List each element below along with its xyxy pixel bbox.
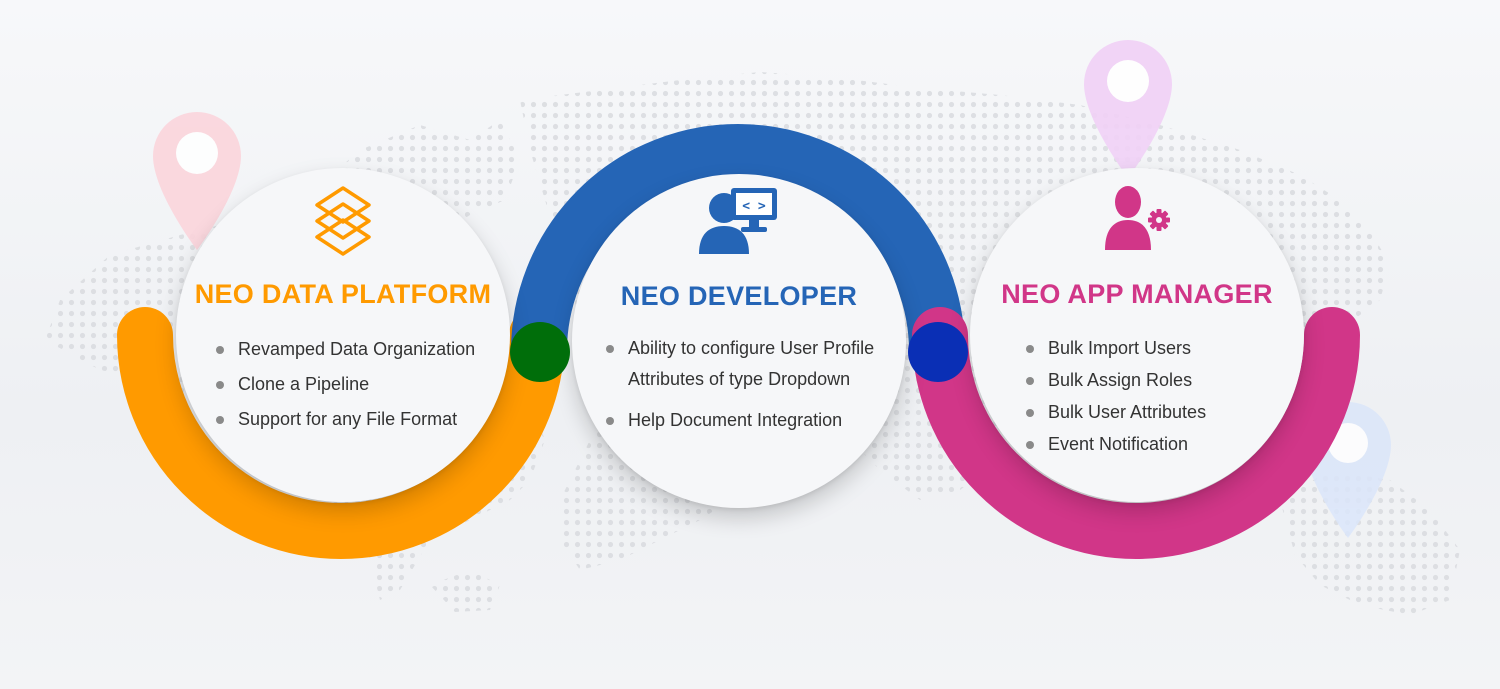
feature-item: Clone a Pipeline <box>216 372 475 396</box>
feature-item: Ability to configure User Profile Attrib… <box>606 333 898 395</box>
orange-arc <box>117 307 565 559</box>
feature-item: Bulk User Attributes <box>1026 400 1206 424</box>
developer-monitor-icon: < > <box>697 184 781 261</box>
product-title: NEO APP MANAGER <box>1001 279 1273 309</box>
feature-item: Support for any File Format <box>216 407 475 431</box>
svg-text:< >: < > <box>742 199 766 214</box>
product-card-neo-app-manager: NEO APP MANAGER Bulk Import Users Bulk A… <box>970 168 1304 502</box>
feature-item: Revamped Data Organization <box>216 337 475 361</box>
product-card-neo-data-platform: NEO DATA PLATFORM Revamped Data Organiza… <box>176 168 510 502</box>
user-gear-icon <box>1101 184 1173 257</box>
feature-item: Help Document Integration <box>606 408 898 432</box>
feature-list: Ability to configure User Profile Attrib… <box>606 333 898 445</box>
feature-list: Bulk Import Users Bulk Assign Roles Bulk… <box>1026 336 1206 464</box>
product-title: NEO DEVELOPER <box>620 281 858 311</box>
stacked-layers-icon <box>311 184 375 265</box>
product-title: NEO DATA PLATFORM <box>194 279 492 309</box>
product-card-neo-developer: < > NEO DEVELOPER Ability to configure U… <box>572 174 906 508</box>
feature-list: Revamped Data Organization Clone a Pipel… <box>216 337 475 442</box>
blue-arc <box>511 124 965 352</box>
feature-item: Bulk Import Users <box>1026 336 1206 360</box>
map-pin-pink <box>153 112 241 250</box>
feature-item: Event Notification <box>1026 432 1206 456</box>
map-pin-violet <box>1084 40 1172 178</box>
magenta-arc <box>912 307 1360 559</box>
feature-item: Bulk Assign Roles <box>1026 368 1206 392</box>
